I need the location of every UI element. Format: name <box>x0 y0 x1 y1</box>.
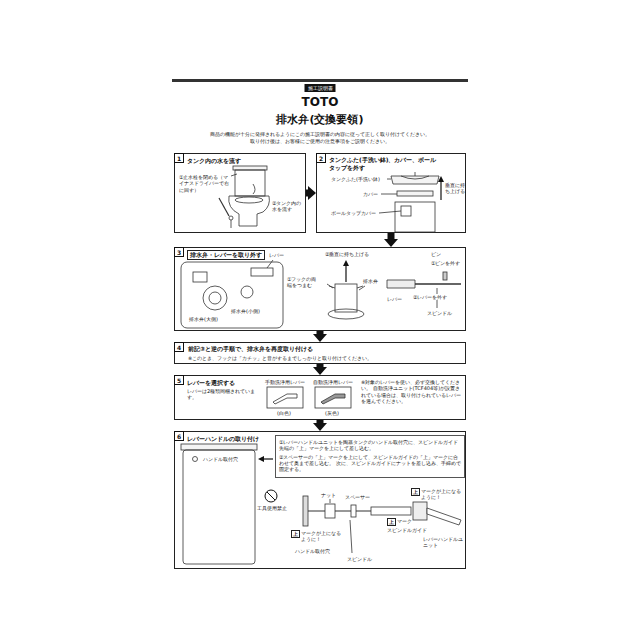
step-heading: 排水弁・レバーを取り外す <box>187 250 265 260</box>
instruction-label: ①止水栓を閉める（マイナスドライバーで右に回す） <box>179 174 229 193</box>
valve-drawing <box>327 265 365 319</box>
lift-arrow <box>438 176 444 200</box>
brand-name: TOTO <box>302 95 339 110</box>
instruction-label: 垂直に持ち上げる <box>445 182 465 195</box>
step-number: 6 <box>174 431 184 441</box>
part-label: 排水弁(小側) <box>231 308 260 314</box>
part-label: 自動洗浄用レバー <box>313 379 353 385</box>
step-number-text: 5 <box>175 377 183 385</box>
step-arrow <box>317 331 324 334</box>
part-label: ハンドル取付穴 <box>295 548 330 554</box>
toilet-illustration <box>175 154 307 234</box>
doc-type-badge: 施工説明書 <box>305 84 336 92</box>
instruction-label: ②垂直に持ち上げる <box>325 251 369 257</box>
step-arrow <box>317 364 324 367</box>
instruction-label: ②レバーを外す <box>413 294 447 300</box>
step-box: タンク内の水を流す 1 ①止水栓を閉める（マイナスドライバーで右に回す） ②タンク内の… <box>174 153 306 233</box>
instruction-label: マークが上になるように！ <box>421 488 463 501</box>
step-box: タンクふた(手洗い鉢)、カバー、ボールタップを外す 2 タンクふた(手洗い鉢) カバー… <box>316 153 466 233</box>
step-number: 5 <box>174 375 184 385</box>
step-box: レバーハンドルの取り付け 6 ①レバーハンドルユニットを陶器タンクのハンドル取付穴に… <box>174 431 466 569</box>
lever-samples <box>267 387 351 408</box>
step-number-text: 1 <box>175 155 183 163</box>
prohibit-icon <box>265 490 277 502</box>
header-bar <box>172 79 468 82</box>
part-label: タンクふた(手洗い鉢) <box>331 176 380 182</box>
warning-label: 工具使用禁止 <box>257 505 287 511</box>
intro-note: 取り付け後は、お客様にご使用の注意事項をご説明ください。 <box>250 138 390 144</box>
step-arrow <box>317 420 324 423</box>
part-label: カバー <box>363 191 378 197</box>
step-heading: 前記③と逆の手順で、排水弁を再度取り付ける <box>188 345 461 353</box>
instruction-label: ①ピンを外す <box>431 260 460 266</box>
step-number: 3 <box>174 247 184 257</box>
part-label: 排水弁 <box>363 278 378 284</box>
step-box: 前記③と逆の手順で、排水弁を再度取り付ける ※このとき、フックは「カチッ」と音がす… <box>174 342 466 364</box>
lever-drawing <box>387 272 461 308</box>
step-number: 2 <box>316 153 326 163</box>
up-mark: 上 <box>291 530 300 538</box>
step-number: 4 <box>174 342 184 352</box>
instruction-label: マークが上になるように！ <box>301 530 341 543</box>
step-number-text: 6 <box>175 433 183 441</box>
step-heading: レバーハンドルの取り付け <box>187 435 259 443</box>
instruction-label: ①フックの両端をつまむ <box>287 276 319 289</box>
step-heading: レバーを選択する <box>187 379 261 387</box>
color-label: (灰色) <box>325 410 339 416</box>
step-heading: タンクふた(手洗い鉢)、カバー、ボールタップを外す <box>329 156 437 171</box>
tank-top-view <box>181 260 283 328</box>
part-label: スピンドル <box>347 556 372 562</box>
instruction-text: ①レバーハンドルユニットを陶器タンクのハンドル取付穴に、スピンドルガイド先端の「… <box>279 439 461 452</box>
instruction-label: ②タンク内の水を流す <box>272 200 304 213</box>
part-label: マーク <box>397 518 412 524</box>
step-box: 排水弁・レバーを取り外す 3 レバー排水弁(小側) 排水弁(大側) ①フックの両端をつま… <box>174 247 466 331</box>
instruction-text: ②スペーサーの「上」マークを上にして、スピンドルガイドの「上」マークに合わせて奥… <box>279 454 461 473</box>
up-mark: 上 <box>387 518 396 526</box>
part-label: ボールタップカバー <box>331 210 376 216</box>
part-label: スペーサー <box>345 494 370 500</box>
part-label: 手動洗浄用レバー <box>265 379 305 385</box>
part-label: レバー <box>387 296 402 302</box>
part-label: ピン <box>431 251 441 257</box>
up-mark: 上 <box>411 488 420 496</box>
step-number-text: 2 <box>317 155 325 163</box>
part-label: ハンドル取付穴 <box>203 456 238 462</box>
step-number-text: 3 <box>175 249 183 257</box>
part-label: スピンドル <box>427 310 452 316</box>
part-label: ナット <box>321 492 336 498</box>
step-body: レバーは2種類同梱されています。 <box>187 388 261 401</box>
tank-drawing <box>181 444 257 564</box>
valve-removal-illustration <box>175 248 467 332</box>
step-note: ※このとき、フックは「カチッ」と音がするまでしっかりと取り付けてください。 <box>188 355 461 361</box>
instruction-box: ①レバーハンドルユニットを陶器タンクのハンドル取付穴に、スピンドルガイド先端の「… <box>275 435 465 478</box>
intro-note: 商品の機能が十分に発揮されるようにこの施工説明書の内容に従って正しく取り付けてく… <box>210 131 430 137</box>
part-label: スピンドルガイド <box>387 527 427 533</box>
document-title: 排水弁(交換要領) <box>276 113 363 127</box>
part-label: レバーハンドルユニット <box>423 536 463 549</box>
step-number-text: 4 <box>175 344 183 352</box>
step-number: 1 <box>174 153 184 163</box>
color-label: (白色) <box>277 410 291 416</box>
part-label: レバー <box>269 252 284 258</box>
lift-arrowhead <box>343 260 349 266</box>
tank-drawing <box>379 172 439 232</box>
step-heading: タンク内の水を流す <box>187 157 302 165</box>
step-arrow <box>388 233 395 239</box>
part-label: 排水弁(大側) <box>189 316 218 322</box>
caution-note: ※対象のレバーを使い、必ず交換してください。 自動洗浄ユニット(TCF404等)… <box>361 379 463 404</box>
insert-arrow <box>258 456 273 462</box>
step-arrow <box>306 190 308 197</box>
step-box: レバーを選択するレバーは2種類同梱されています。 5 手動洗浄用レバー (白色) 自動洗… <box>174 375 466 420</box>
